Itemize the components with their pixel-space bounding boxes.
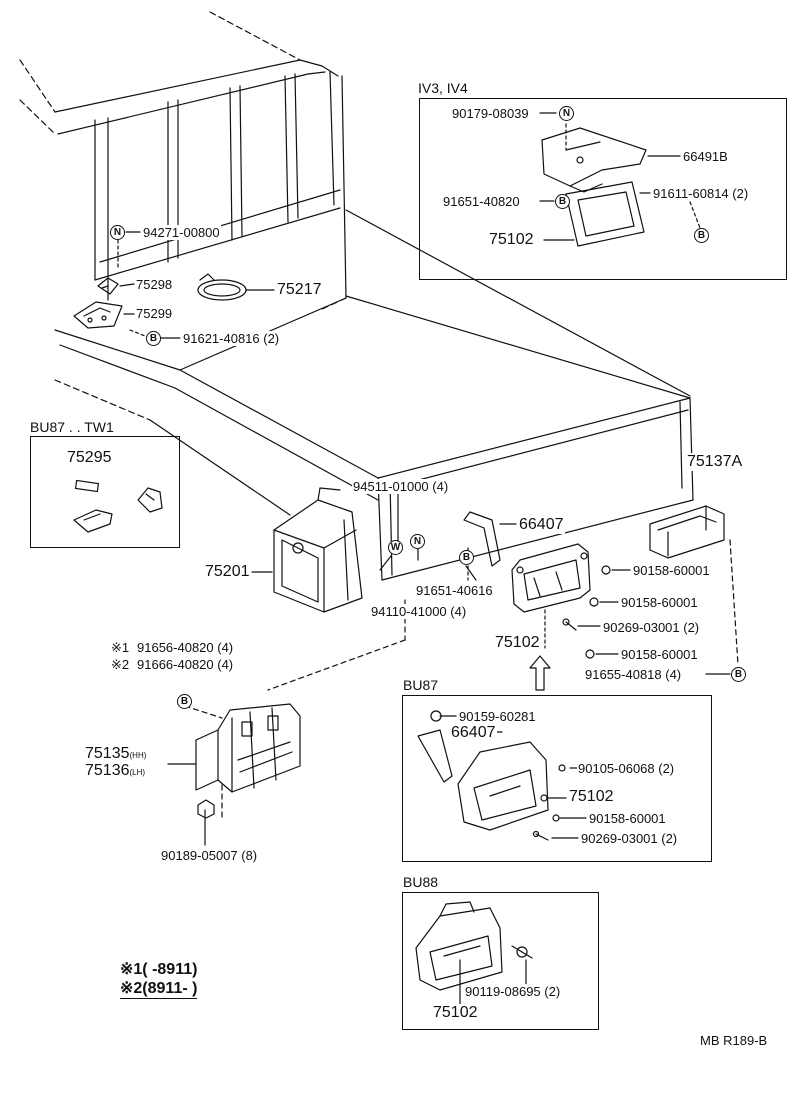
label-bu87-66407: 66407	[450, 724, 497, 742]
label-75298: 75298	[135, 277, 174, 292]
label-91621-40816: 91621-40816 (2)	[182, 331, 281, 346]
label-66407: 66407	[518, 516, 565, 534]
part-75135-bracket	[195, 703, 301, 793]
label-91656-40820: 91656-40820 (4)	[136, 640, 235, 655]
section-label-bu88: BU88	[401, 874, 441, 890]
label-75295: 75295	[66, 449, 113, 467]
bu87-inset-box	[402, 695, 712, 862]
label-91666-40820: 91666-40820 (4)	[136, 657, 235, 672]
label-iv-75102: 75102	[488, 231, 535, 249]
label-75136: 75136(LH)	[84, 762, 147, 782]
part-75295-pad	[73, 479, 163, 533]
label-bu88-75102: 75102	[432, 1004, 479, 1022]
section-label-bu87-tw1: BU87 . . TW1	[28, 419, 116, 435]
label-90158-60001-b: 90158-60001	[620, 595, 699, 610]
label-bu88-90119-08695: 90119-08695 (2)	[464, 984, 562, 999]
symbol-b-91656: B	[177, 694, 192, 709]
label-bu87-90269-03001: 90269-03001 (2)	[580, 831, 679, 846]
symbol-w-94511: W	[388, 540, 403, 555]
label-iv-90179-08039: 90179-08039	[451, 106, 530, 121]
symbol-n-iv: N	[559, 106, 574, 121]
symbol-b-iv-91611: B	[694, 228, 709, 243]
label-75102-main: 75102	[494, 634, 541, 652]
label-75299: 75299	[135, 306, 174, 321]
part-bu87-assembly	[417, 710, 566, 841]
iv3-iv4-inset-box	[419, 98, 787, 280]
label-91651-40616: 91651-40616	[415, 583, 494, 598]
label-91655-40818: 91655-40818 (4)	[584, 667, 683, 682]
label-iv-91611-60814: 91611-60814 (2)	[652, 186, 750, 201]
mark-1: ※1	[110, 640, 131, 655]
label-iv-91651-40820: 91651-40820	[442, 194, 521, 209]
label-90158-60001-c: 90158-60001	[620, 647, 699, 662]
symbol-b-91655: B	[731, 667, 746, 682]
label-94110-41000: 94110-41000 (4)	[370, 604, 468, 619]
bu87-tw1-inset-box	[30, 436, 180, 548]
label-bu87-90105-06068: 90105-06068 (2)	[577, 761, 676, 776]
label-75136-suffix: (LH)	[129, 768, 146, 777]
label-75135-number: 75135	[85, 745, 130, 762]
symbol-n-94271: N	[110, 225, 125, 240]
label-94271-00800: 94271-00800	[142, 225, 221, 240]
label-75135: 75135(HH)	[84, 745, 148, 765]
label-90158-60001-a: 90158-60001	[632, 563, 711, 578]
figure-code: MB R189-B	[700, 1033, 768, 1048]
label-90269-03001: 90269-03001 (2)	[602, 620, 701, 635]
label-bu87-75102: 75102	[568, 788, 615, 806]
screw-parts	[562, 565, 611, 659]
symbol-b-iv-91651: B	[555, 194, 570, 209]
section-label-iv3-iv4: IV3, IV4	[416, 80, 470, 96]
symbol-b-91651-40616: B	[459, 550, 474, 565]
label-iv-66491b: 66491B	[682, 149, 729, 164]
part-75217-ring	[197, 273, 247, 301]
part-bu88-assembly	[415, 901, 533, 991]
label-75135-suffix: (HH)	[129, 751, 147, 760]
label-75136-number: 75136	[85, 762, 130, 779]
part-66407-stay	[463, 511, 501, 567]
label-bu87-90159-60281: 90159-60281	[458, 709, 537, 724]
section-label-bu87: BU87	[401, 677, 441, 693]
part-75137a-lamp	[649, 505, 725, 559]
part-75298-clip	[97, 277, 119, 295]
part-75299-bracket	[73, 301, 123, 329]
symbol-n-94110: N	[410, 534, 425, 549]
part-75201-rear-lamp	[273, 487, 363, 613]
legend-note-1: ※1( -8911)	[120, 961, 198, 978]
label-75201: 75201	[204, 563, 251, 581]
label-75137a: 75137A	[686, 453, 744, 471]
part-90189-nut	[197, 799, 215, 819]
symbol-b-91621: B	[146, 331, 161, 346]
part-66491b-bracket	[541, 127, 647, 193]
symbol-leaders	[379, 555, 477, 581]
mark-2: ※2	[110, 657, 131, 672]
bu88-inset-box	[402, 892, 599, 1030]
label-75217: 75217	[276, 281, 323, 299]
legend-note-2: ※2(8911- )	[120, 980, 198, 999]
part-75102-bracket	[511, 543, 591, 613]
label-bu87-90158-60001: 90158-60001	[588, 811, 667, 826]
label-94511-01000: 94511-01000 (4)	[352, 479, 450, 494]
label-90189-05007: 90189-05007 (8)	[160, 848, 259, 863]
